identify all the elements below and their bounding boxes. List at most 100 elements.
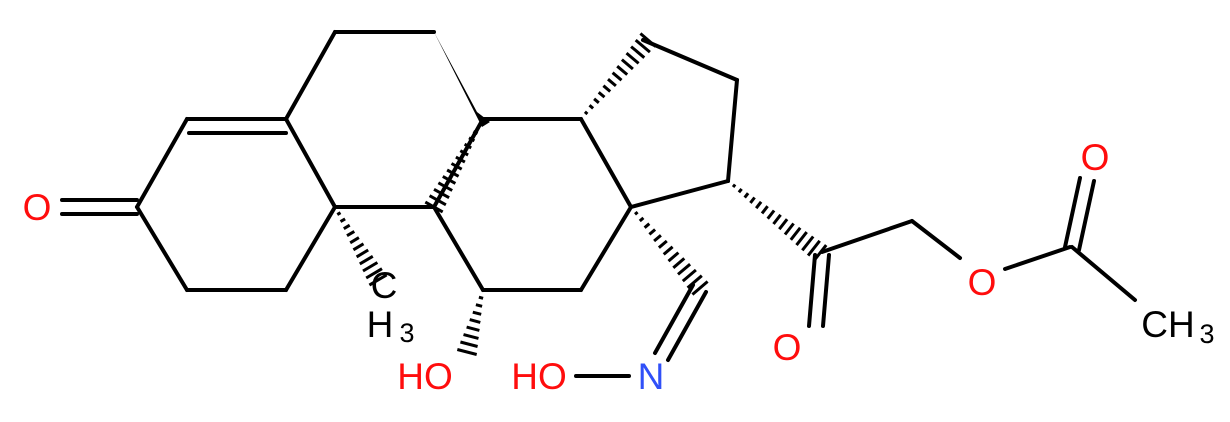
hash-stroke — [778, 218, 789, 231]
hydroxyl-label: HO — [397, 356, 453, 397]
hash-stroke — [472, 310, 482, 316]
hash-stroke — [352, 242, 365, 252]
hash-stroke — [607, 78, 617, 88]
acetyl-oxygen-label: O — [1081, 137, 1110, 178]
hash-stroke — [789, 226, 802, 241]
hash-stroke — [579, 117, 583, 121]
hash-stroke — [359, 255, 374, 266]
hash-stroke — [597, 91, 606, 99]
acetyl-methyl-label: CH — [1141, 304, 1194, 345]
bond — [135, 205, 189, 292]
hash-stroke — [677, 263, 692, 276]
hash-stroke — [466, 325, 480, 332]
hash-stroke — [639, 32, 657, 48]
wedge-bonds — [434, 32, 490, 127]
hash-stroke — [460, 340, 478, 348]
ketone-oxygen-label: O — [23, 187, 52, 228]
bond — [284, 117, 337, 209]
skeleton-bonds — [60, 30, 1137, 378]
hash-stroke — [428, 194, 447, 207]
hash-stroke — [472, 130, 479, 136]
hash-stroke — [629, 205, 633, 209]
hash-stroke — [801, 235, 815, 252]
bond — [1077, 179, 1096, 252]
hashed-bonds — [333, 32, 828, 356]
hash-stroke — [630, 45, 646, 59]
hash-stroke — [743, 192, 750, 199]
hash-stroke — [795, 231, 808, 247]
hash-stroke — [424, 200, 444, 214]
hash-stroke — [634, 210, 639, 216]
bond — [641, 38, 739, 82]
bond — [1003, 245, 1072, 271]
hash-stroke — [362, 261, 379, 273]
hash-stroke — [648, 228, 657, 236]
hash-stroke — [481, 117, 485, 121]
hash-stroke — [477, 123, 482, 128]
hash-stroke — [437, 181, 453, 192]
hash-stroke — [783, 222, 795, 236]
hash-stroke — [737, 187, 743, 194]
hash-stroke — [806, 239, 821, 257]
hash-stroke — [355, 248, 369, 259]
hashed-bond — [456, 288, 485, 356]
hash-stroke — [812, 244, 828, 262]
hash-stroke — [333, 205, 337, 209]
hash-stroke — [343, 223, 351, 230]
hash-stroke — [691, 280, 709, 296]
hash-stroke — [459, 149, 469, 157]
hash-stroke — [726, 179, 730, 183]
hash-stroke — [657, 239, 668, 249]
hash-stroke — [463, 333, 479, 340]
hash-stroke — [463, 142, 472, 150]
hash-stroke — [346, 230, 356, 237]
hash-stroke — [593, 97, 600, 104]
bond — [432, 205, 485, 292]
methyl-hydrogen-label: H — [367, 304, 394, 345]
hash-stroke — [672, 257, 686, 269]
hash-stroke — [638, 216, 645, 223]
hash-stroke — [667, 251, 680, 263]
hash-stroke — [611, 71, 623, 82]
hash-stroke — [433, 187, 450, 200]
hash-stroke — [634, 38, 651, 54]
ester-oxygen-label: O — [968, 262, 997, 303]
hash-stroke — [662, 245, 674, 256]
hash-stroke — [456, 348, 478, 356]
wedge-bond — [434, 32, 490, 127]
bond — [1063, 176, 1082, 249]
hash-stroke — [766, 209, 776, 220]
oxime-nitrogen-label: N — [638, 356, 665, 397]
hash-stroke — [469, 318, 481, 324]
hash-stroke — [468, 136, 476, 143]
bond — [910, 219, 962, 260]
hash-stroke — [349, 236, 360, 245]
hash-stroke — [455, 155, 466, 164]
hashed-bond — [424, 117, 485, 214]
bond — [1070, 245, 1137, 302]
hash-stroke — [625, 51, 640, 65]
hash-stroke — [442, 175, 457, 185]
hash-stroke — [365, 267, 383, 280]
bond — [726, 78, 739, 183]
methyl-carbon-label: C — [371, 265, 398, 306]
hash-stroke — [772, 213, 782, 225]
hash-stroke — [368, 273, 388, 287]
bond — [629, 179, 730, 209]
bond — [653, 283, 695, 355]
bond — [284, 30, 337, 121]
hash-stroke — [339, 217, 346, 223]
hash-stroke — [446, 168, 460, 178]
hash-stroke — [616, 65, 629, 76]
hash-stroke — [749, 196, 756, 204]
hash-stroke — [760, 205, 769, 215]
hash-stroke — [681, 268, 697, 283]
hash-stroke — [450, 162, 463, 171]
bond — [807, 253, 817, 328]
bond — [666, 290, 708, 362]
hash-stroke — [602, 84, 612, 93]
hashed-bond — [629, 205, 709, 296]
hash-stroke — [686, 274, 703, 289]
